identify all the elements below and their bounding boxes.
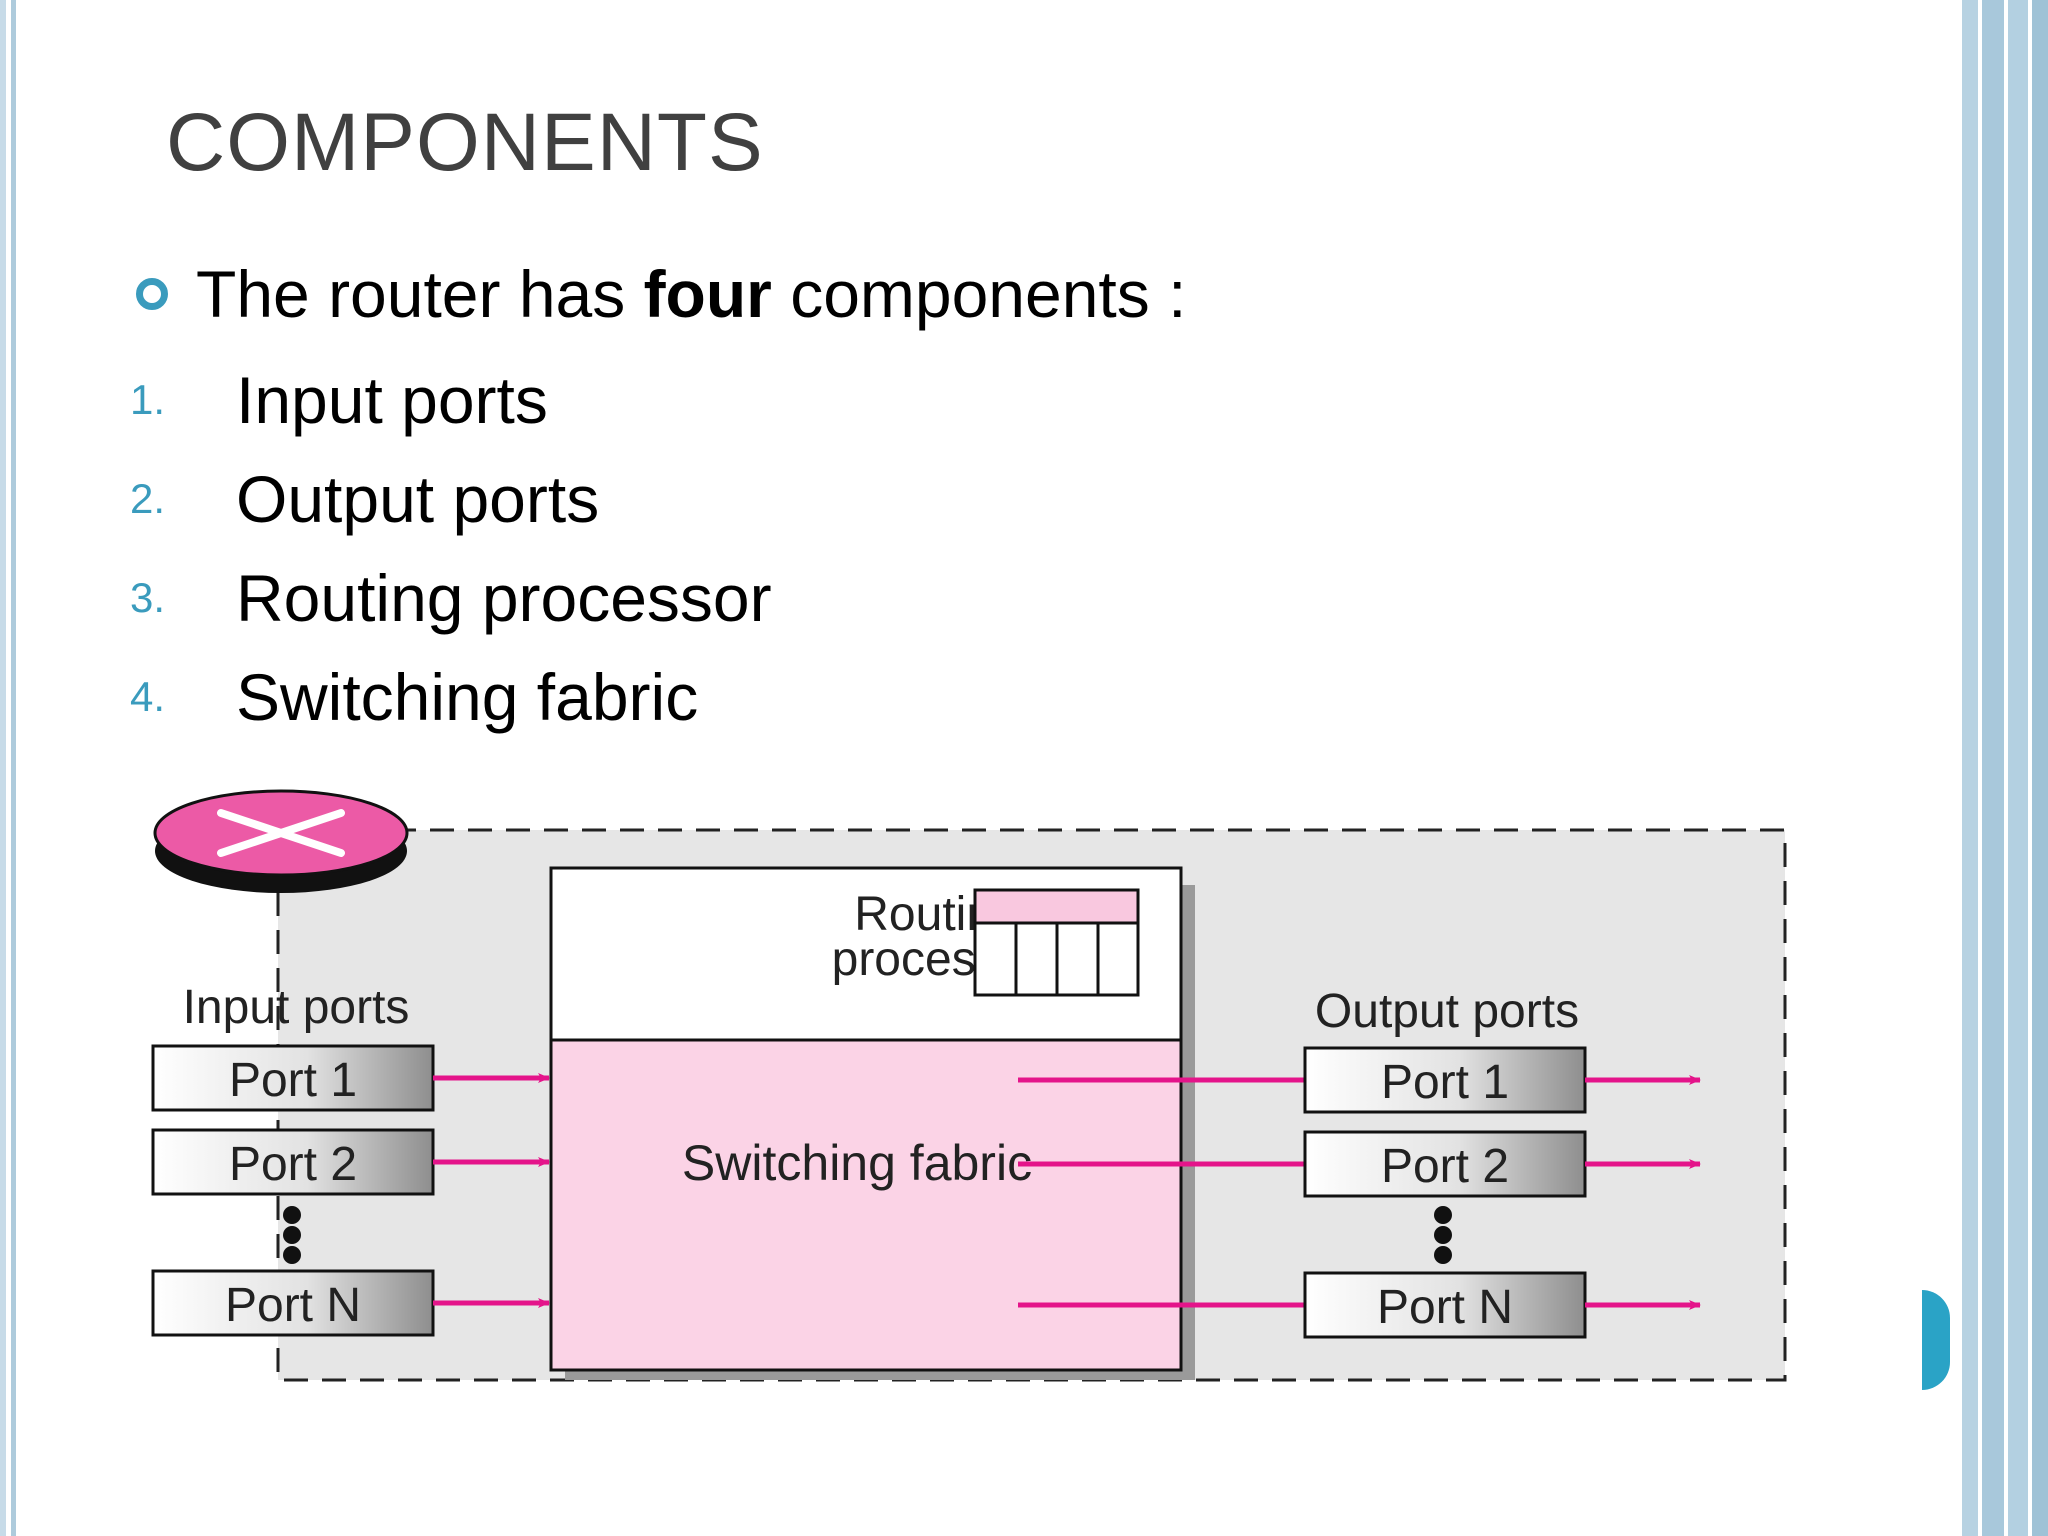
bullet-intro: The router has four components : [136, 254, 1186, 334]
output-port-box [1303, 1271, 1587, 1339]
router-diagram: Routing processor Switching fabric Input… [145, 775, 1895, 1425]
input-port-label: Port 2 [229, 1138, 357, 1191]
output-ellipsis-icon [1434, 1206, 1452, 1264]
input-port-box [151, 1044, 435, 1112]
slide-corner-accent [1922, 1290, 1950, 1390]
input-ports-label: Input ports [183, 981, 410, 1034]
bullet-suffix: components : [771, 257, 1187, 331]
router-icon [153, 789, 409, 893]
input-port-row: Port N [151, 1269, 550, 1337]
router-diagram-svg: Routing processor Switching fabric Input… [145, 775, 1800, 1425]
list-item: 3. Routing processor [130, 548, 772, 647]
routing-table-icon [973, 888, 1140, 997]
switching-fabric-label: Switching fabric [682, 1135, 1032, 1191]
bullet-emphasis: four [643, 257, 772, 331]
output-port-row: Port 1 [1018, 1046, 1701, 1114]
input-port-label: Port 1 [229, 1054, 357, 1107]
input-port-row: Port 1 [151, 1044, 550, 1112]
switching-fabric-box [549, 1038, 1183, 1372]
list-item-label: Output ports [236, 461, 600, 536]
output-port-label: Port N [1377, 1281, 1513, 1334]
bullet-text: The router has four components : [196, 256, 1186, 332]
list-number: 2. [130, 474, 166, 522]
list-item-label: Switching fabric [236, 659, 699, 734]
list-number: 1. [130, 375, 166, 423]
input-ellipsis-icon [283, 1206, 301, 1264]
list-item: 4. Switching fabric [130, 647, 772, 746]
slide-right-border [1956, 0, 2048, 1536]
output-port-box [1303, 1130, 1587, 1198]
output-port-row: Port N [1018, 1271, 1701, 1339]
components-list: 1. Input ports 2. Output ports 3. Routing p… [130, 350, 772, 746]
input-port-box [151, 1128, 435, 1196]
list-item: 1. Input ports [130, 350, 772, 449]
input-port-box [151, 1269, 435, 1337]
output-ports-label: Output ports [1315, 985, 1579, 1038]
list-item-label: Input ports [236, 362, 548, 437]
list-item-label: Routing processor [236, 560, 772, 635]
list-number: 4. [130, 672, 166, 720]
slide-left-border [0, 0, 24, 1536]
list-item: 2. Output ports [130, 449, 772, 548]
input-port-label: Port N [225, 1279, 361, 1332]
output-port-row: Port 2 [1018, 1130, 1701, 1198]
circle-bullet-icon [136, 278, 168, 310]
slide-title: COMPONENTS [166, 97, 764, 188]
output-port-label: Port 2 [1381, 1140, 1509, 1193]
output-port-label: Port 1 [1381, 1056, 1509, 1109]
bullet-prefix: The router has [196, 257, 644, 331]
input-port-row: Port 2 [151, 1128, 550, 1196]
list-number: 3. [130, 573, 166, 621]
